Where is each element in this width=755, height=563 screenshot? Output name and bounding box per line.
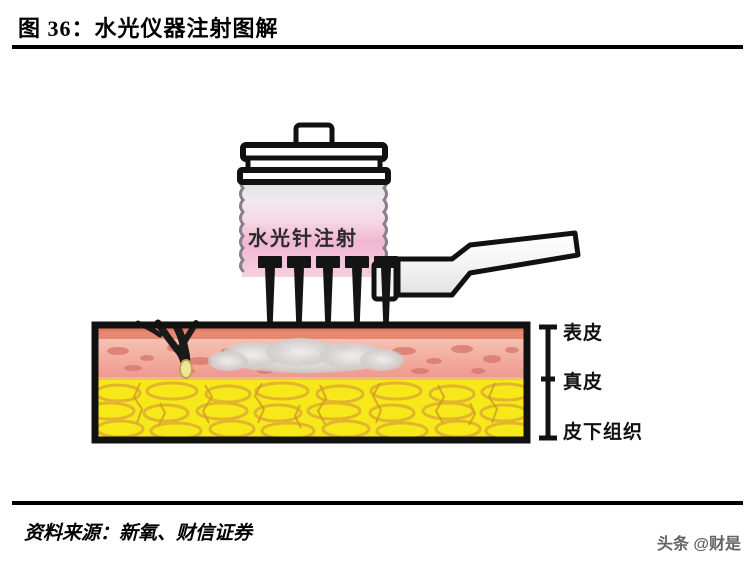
injected-fluid: [208, 338, 404, 373]
injection-diagram: 水光针注射 表皮 真皮 皮下组织: [0, 55, 755, 495]
device-vial: [239, 174, 388, 277]
skin-block-border: [91, 321, 531, 444]
title-divider: [12, 45, 743, 49]
vial-left-edge: [239, 174, 245, 273]
layer-label-dermis: 真皮: [563, 372, 604, 393]
layer-label-epidermis: 表皮: [563, 323, 604, 344]
layer-label-subcutaneous: 皮下组织: [563, 422, 644, 443]
source-note: 资料来源：新氧、财信证券: [24, 523, 253, 544]
watermark: 头条 @财是: [656, 536, 741, 553]
device-cap: [237, 122, 391, 185]
depth-scale: [539, 324, 557, 441]
page-title: 图 36：水光仪器注射图解: [18, 16, 279, 41]
cap-lower-flange: [237, 167, 391, 185]
injection-caption: 水光针注射: [248, 228, 358, 250]
source-divider: [12, 501, 743, 505]
hair-follicle: [135, 319, 199, 379]
diagram-canvas: [91, 122, 581, 444]
hair-bulb: [179, 359, 193, 379]
vial-body: [241, 177, 385, 277]
handle-body: [395, 230, 581, 298]
device-handle: [371, 230, 581, 302]
skin-cross-section: [91, 319, 531, 444]
layer-subcutaneous: [95, 380, 527, 440]
